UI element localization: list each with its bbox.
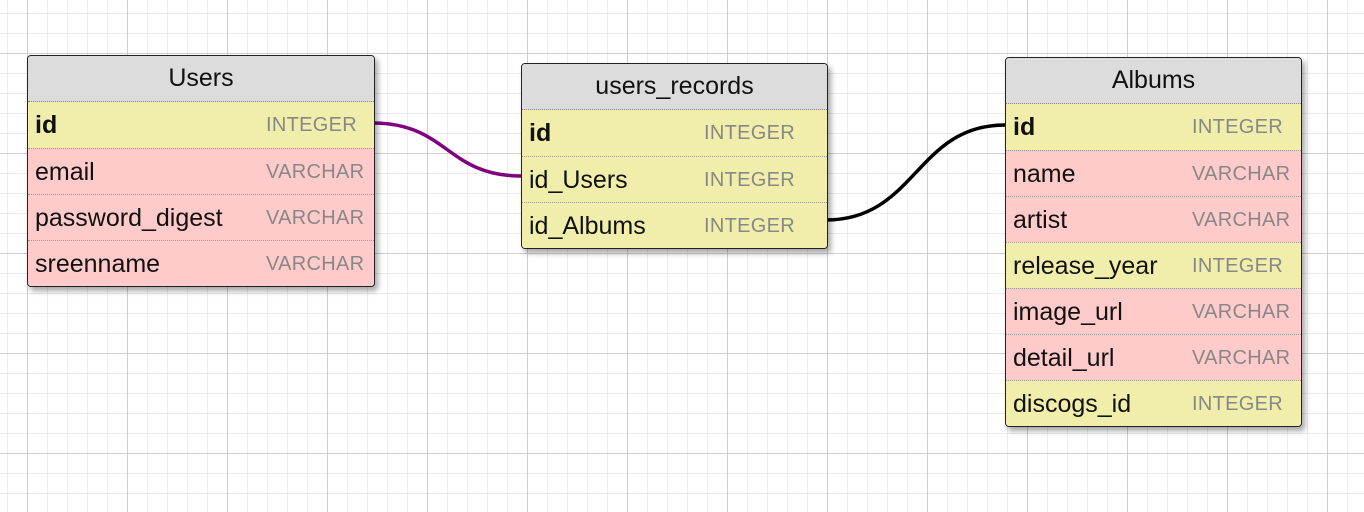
column-type: INTEGER: [704, 122, 795, 144]
column-type: INTEGER: [1192, 116, 1283, 138]
column-type: INTEGER: [704, 215, 795, 237]
column-name: sreenname: [35, 250, 161, 278]
column-type: INTEGER: [266, 114, 357, 136]
column-name: image_url: [1013, 298, 1123, 326]
column-row-image-url[interactable]: image_url VARCHAR: [1006, 288, 1301, 334]
column-row-id[interactable]: id INTEGER: [28, 102, 374, 148]
column-row-detail-url[interactable]: detail_url VARCHAR: [1006, 334, 1301, 380]
column-name: id: [529, 119, 552, 147]
column-type: INTEGER: [1192, 393, 1283, 415]
column-row-id-users[interactable]: id_Users INTEGER: [522, 156, 827, 202]
column-name: name: [1013, 160, 1076, 188]
column-name: discogs_id: [1013, 390, 1132, 418]
column-type: VARCHAR: [1192, 209, 1291, 231]
relation-id-albums-to-albums-id[interactable]: [825, 123, 1006, 222]
column-type: VARCHAR: [266, 161, 365, 183]
column-name: password_digest: [35, 204, 223, 232]
column-name: id: [35, 111, 58, 139]
column-type: INTEGER: [704, 169, 795, 191]
column-row-id[interactable]: id INTEGER: [522, 110, 827, 156]
column-name: id_Albums: [529, 212, 646, 240]
column-type: VARCHAR: [1192, 301, 1291, 323]
column-name: artist: [1013, 206, 1068, 234]
column-row-id[interactable]: id INTEGER: [1006, 104, 1301, 150]
column-row-sreenname[interactable]: sreenname VARCHAR: [28, 240, 374, 286]
column-type: VARCHAR: [266, 207, 365, 229]
table-users[interactable]: Users id INTEGER email VARCHAR password_…: [27, 55, 375, 287]
column-name: email: [35, 158, 95, 186]
table-title: users_records: [522, 64, 827, 110]
column-row-artist[interactable]: artist VARCHAR: [1006, 196, 1301, 242]
column-row-discogs-id[interactable]: discogs_id INTEGER: [1006, 380, 1301, 426]
column-row-email[interactable]: email VARCHAR: [28, 148, 374, 194]
column-row-id-albums[interactable]: id_Albums INTEGER: [522, 202, 827, 248]
table-albums[interactable]: Albums id INTEGER name VARCHAR artist VA…: [1005, 57, 1302, 427]
column-type: VARCHAR: [1192, 347, 1291, 369]
column-type: VARCHAR: [1192, 163, 1291, 185]
relation-users-id-to-id-users[interactable]: [372, 121, 522, 178]
column-name: id: [1013, 113, 1036, 141]
column-row-release-year[interactable]: release_year INTEGER: [1006, 242, 1301, 288]
column-type: INTEGER: [1192, 255, 1283, 277]
column-row-name[interactable]: name VARCHAR: [1006, 150, 1301, 196]
column-type: VARCHAR: [266, 253, 365, 275]
column-name: detail_url: [1013, 344, 1115, 372]
table-users-records[interactable]: users_records id INTEGER id_Users INTEGE…: [521, 63, 828, 249]
table-title: Users: [28, 56, 374, 102]
table-title: Albums: [1006, 58, 1301, 104]
column-name: release_year: [1013, 252, 1158, 280]
column-name: id_Users: [529, 166, 628, 194]
column-row-password-digest[interactable]: password_digest VARCHAR: [28, 194, 374, 240]
